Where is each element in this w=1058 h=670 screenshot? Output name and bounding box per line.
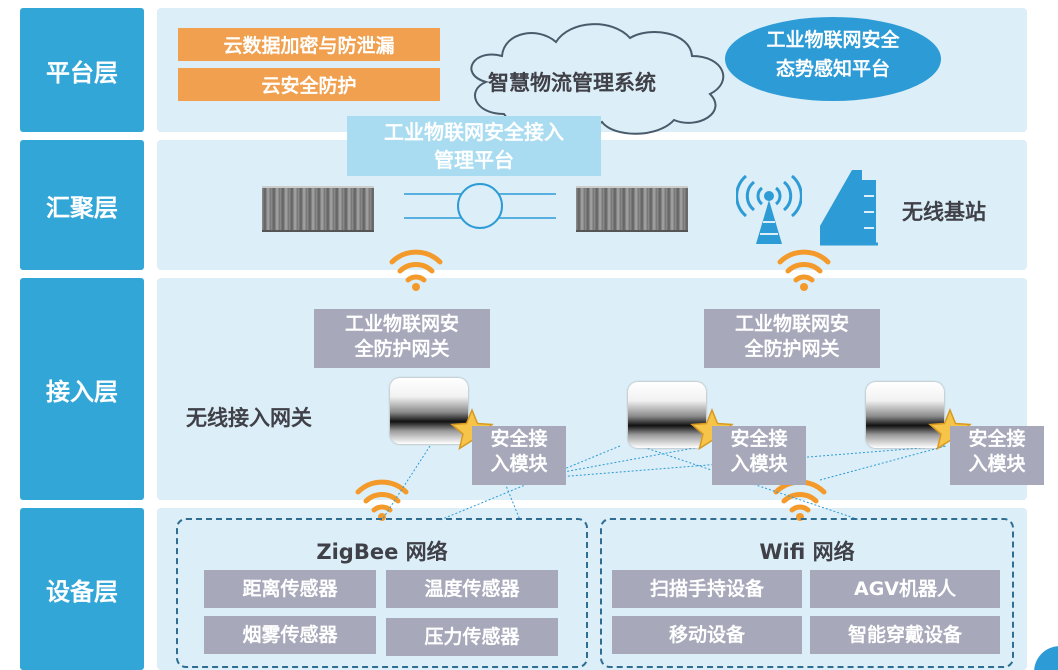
situation-line2: 态势感知平台: [775, 58, 890, 80]
agv-robot: AGV机器人: [810, 570, 1000, 608]
layer-label-device: 设备层: [20, 508, 144, 670]
gateway1-line1: 工业物联网安: [344, 313, 459, 335]
wifi-network-title: Wifi 网络: [759, 540, 855, 564]
wifi-network-box: [600, 518, 1014, 668]
smart-wearable-device: 智能穿戴设备: [810, 616, 1000, 654]
mgmt-line1: 工业物联网安全接入: [384, 120, 564, 144]
layer-label-access: 接入层: [20, 278, 144, 500]
layer-label-platform: 平台层: [20, 8, 144, 132]
zigbee-network-box: [176, 518, 588, 668]
situation-awareness-label: 工业物联网安全 态势感知平台: [722, 26, 944, 84]
wifi-icon-2: [777, 249, 831, 291]
wireless-access-gateway-label: 无线接入网关: [186, 406, 312, 430]
distance-sensor: 距离传感器: [204, 570, 376, 608]
situation-awareness-ellipse: [725, 17, 941, 101]
temperature-sensor: 温度传感器: [386, 570, 558, 608]
secure-access-module-3: 安全接 入模块: [950, 426, 1044, 485]
module3-line1: 安全接: [968, 428, 1026, 450]
module2-line1: 安全接: [730, 428, 788, 450]
gateway2-line1: 工业物联网安: [734, 313, 849, 335]
wireless-gateway-device-2: [628, 382, 706, 448]
module3-line2: 入模块: [968, 453, 1026, 475]
gateway2-line2: 全防护网关: [744, 338, 840, 360]
switch-left: [262, 186, 374, 232]
mobile-device: 移动设备: [612, 616, 802, 654]
wireless-gateway-device-3: [866, 382, 944, 448]
smoke-sensor: 烟雾传感器: [204, 616, 376, 654]
network-link-icon: [404, 183, 556, 229]
gateway1-line2: 全防护网关: [354, 338, 450, 360]
secure-access-mgmt-platform: 工业物联网安全接入 管理平台: [347, 116, 601, 176]
corner-decoration: [1034, 646, 1058, 670]
zigbee-network-title: ZigBee 网络: [316, 540, 448, 564]
module1-line2: 入模块: [490, 453, 548, 475]
pressure-sensor: 压力传感器: [386, 618, 558, 656]
base-station-label: 无线基站: [902, 200, 986, 224]
scanning-handheld-device: 扫描手持设备: [612, 570, 802, 608]
cloud-security-box: 云安全防护: [178, 68, 440, 101]
module2-line2: 入模块: [730, 453, 788, 475]
cloud-encryption-box: 云数据加密与防泄漏: [178, 28, 440, 61]
module1-line1: 安全接: [490, 428, 548, 450]
radio-tower-icon: [736, 174, 802, 244]
switch-right: [576, 186, 688, 232]
security-gateway-2: 工业物联网安 全防护网关: [704, 309, 880, 368]
situation-line1: 工业物联网安全: [766, 29, 900, 51]
mgmt-line2: 管理平台: [434, 148, 514, 172]
secure-access-module-1: 安全接 入模块: [472, 426, 566, 485]
secure-access-module-2: 安全接 入模块: [712, 426, 806, 485]
wifi-icon-1: [389, 249, 443, 291]
base-station-icon: [820, 170, 878, 246]
wireless-gateway-device-1: [390, 378, 468, 444]
security-gateway-1: 工业物联网安 全防护网关: [314, 309, 490, 368]
logistics-system-label: 智慧物流管理系统: [488, 71, 656, 95]
layer-label-aggregation: 汇聚层: [20, 140, 144, 270]
